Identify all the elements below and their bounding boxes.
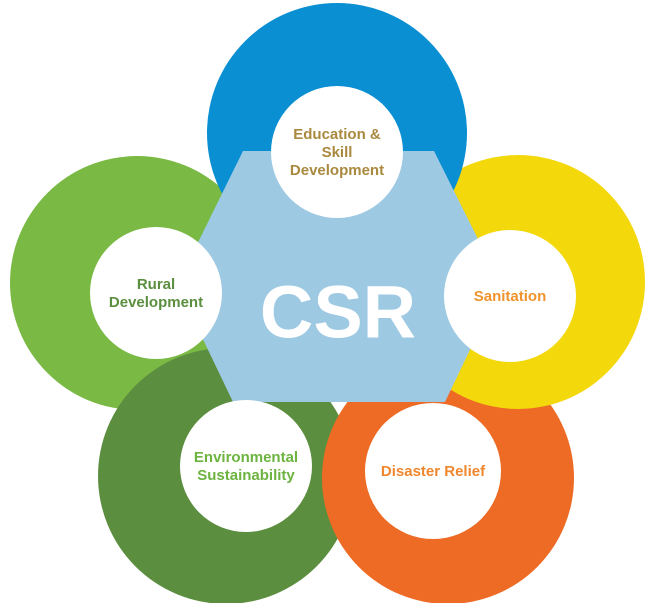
label-line: Rural xyxy=(137,276,175,293)
center-hexagon xyxy=(177,151,501,402)
inner-circle-education xyxy=(271,86,403,218)
label-line: Skill xyxy=(322,144,353,161)
inner-circle-disaster-relief xyxy=(365,403,501,539)
label-sanitation: Sanitation xyxy=(474,288,547,305)
label-line: Development xyxy=(109,294,203,311)
inner-circle-sanitation xyxy=(444,230,576,362)
label-line: Environmental xyxy=(194,449,298,466)
label-line: Education & xyxy=(293,126,381,143)
label-disaster-relief: Disaster Relief xyxy=(381,463,486,480)
label-line: Sanitation xyxy=(474,288,547,305)
center-label: CSR xyxy=(260,271,416,354)
inner-circle-environmental-sustainability xyxy=(180,400,312,532)
inner-circles-layer xyxy=(90,86,576,539)
label-line: Development xyxy=(290,162,384,179)
inner-circle-rural-development xyxy=(90,227,222,359)
label-line: Disaster Relief xyxy=(381,463,486,480)
label-line: Sustainability xyxy=(197,467,295,484)
